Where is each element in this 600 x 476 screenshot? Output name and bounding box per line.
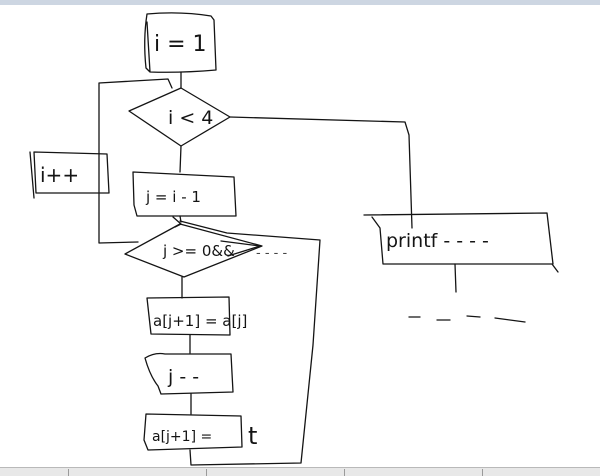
assign-box (143, 413, 243, 451)
flowchart-sketch (29, 12, 559, 466)
edge-loop-back (98, 78, 173, 244)
output-label: printf - - - - (386, 230, 489, 252)
status-divider (206, 469, 207, 476)
init-label: i = 1 (154, 32, 207, 57)
shift-label: a[j+1] = a[j] (153, 312, 248, 330)
status-divider (344, 469, 345, 476)
edge-loop-to-output (229, 116, 413, 229)
output-trailing-dashes (408, 315, 526, 323)
decrement-box (144, 352, 234, 395)
increment-box (29, 151, 110, 199)
loop-test-label: i < 4 (168, 107, 214, 129)
status-divider (482, 469, 483, 476)
inner-test-arrow (220, 240, 261, 257)
decrement-label: j - - (168, 366, 200, 388)
drawing-canvas[interactable]: i = 1 i < 4 i++ j = i - 1 j >= 0&& - - -… (0, 5, 600, 467)
edge-assign-back-arrow (172, 216, 182, 228)
inner-test-trail: - - - - (256, 246, 288, 261)
assign-prefix-label: a[j+1] = (152, 429, 213, 445)
inner-test-label: j >= 0&& (163, 242, 235, 260)
status-divider (68, 469, 69, 476)
increment-label: i++ (40, 163, 80, 187)
inner-init-box (132, 171, 237, 217)
edge-output-down (454, 263, 457, 293)
inner-init-label: j = i - 1 (146, 188, 201, 206)
edge-assign-back (179, 220, 321, 466)
shift-box (146, 296, 231, 336)
output-box (363, 212, 559, 273)
assign-value-label: t (248, 422, 258, 450)
edge-loop-to-inner-init (179, 145, 182, 173)
inner-test-diamond (124, 223, 263, 278)
status-bar (0, 467, 600, 476)
window-top-strip (0, 0, 600, 5)
init-box (144, 12, 217, 73)
